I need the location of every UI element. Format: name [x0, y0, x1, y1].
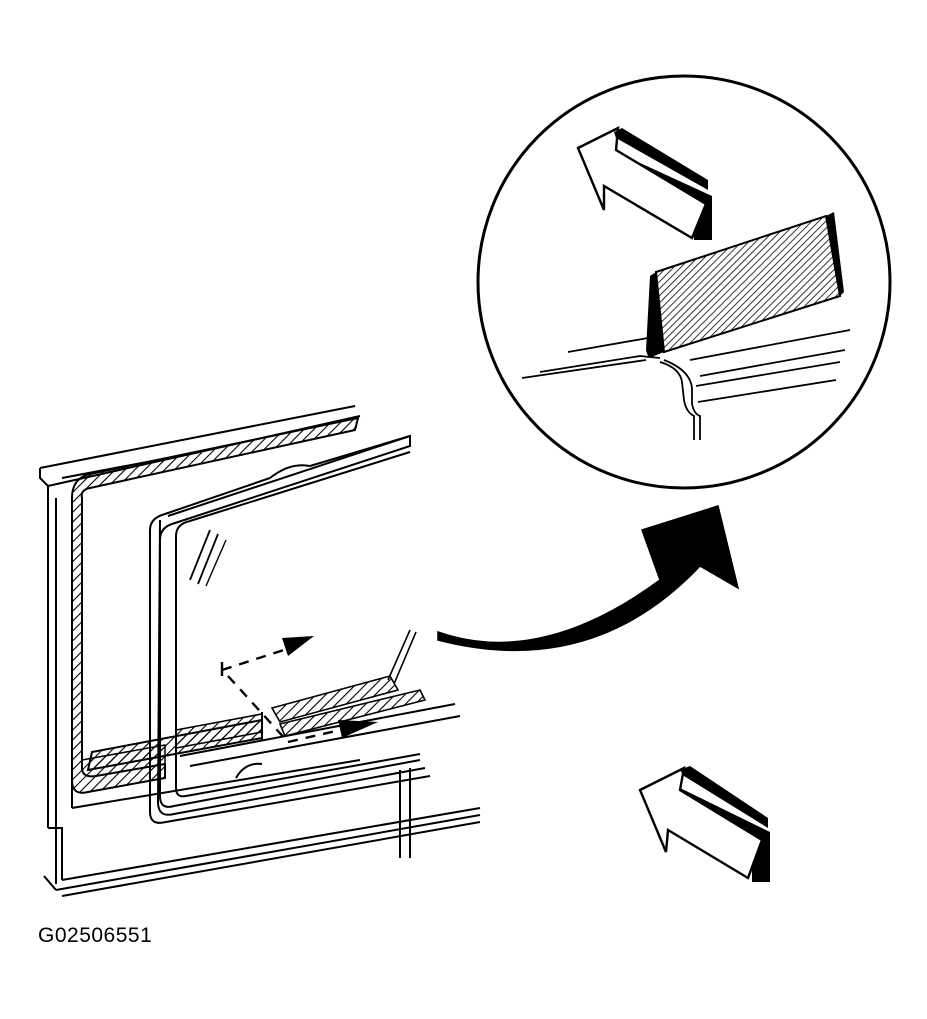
- belt-moulding: [175, 675, 461, 858]
- window-glass-frame: [149, 434, 431, 824]
- figure-id-label: G02506551: [38, 924, 153, 947]
- install-direction-arrows: [220, 646, 341, 744]
- arrow-head-lower: [338, 720, 378, 738]
- callout-curved-arrow-icon: [437, 505, 740, 652]
- detail-view-circle: [476, 74, 892, 490]
- view-direction-arrow-icon: [576, 125, 712, 240]
- view-direction-arrow-icon: [638, 765, 770, 882]
- arrow-head-upper: [282, 636, 314, 656]
